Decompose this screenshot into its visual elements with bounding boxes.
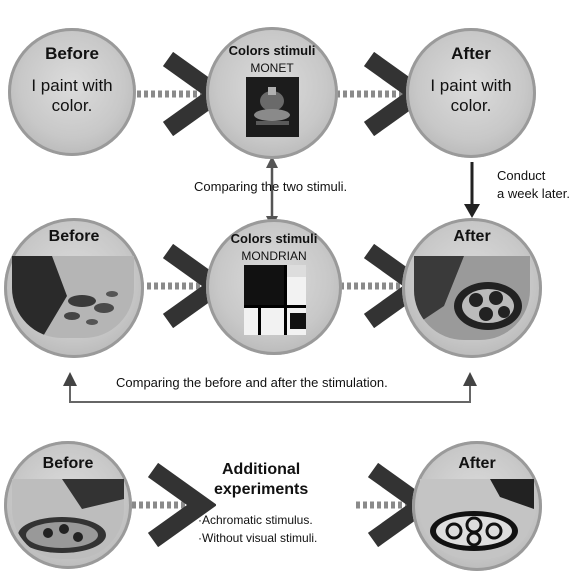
row2-before-circle: Before <box>4 218 144 358</box>
bullet-without-visual: ·Without visual stimuli. <box>198 531 317 545</box>
row1-before-text-line1: I paint with <box>8 76 136 96</box>
row2-stim-title: Colors stimuli <box>206 231 342 246</box>
row1-before-title: Before <box>8 44 136 64</box>
row1-before-circle: Before I paint with color. <box>8 28 136 156</box>
mondrian-painting-image <box>244 265 306 335</box>
additional-experiments-line1: Additional <box>222 461 300 479</box>
row2-after-painting-image <box>414 256 530 340</box>
row1-after-text-line1: I paint with <box>406 76 536 96</box>
row1-before-text-line2: color. <box>8 96 136 116</box>
additional-experiments-line2: experiments <box>214 481 308 499</box>
row2-before-title: Before <box>4 228 144 246</box>
row1-after-title: After <box>406 44 536 64</box>
row1-after-circle: After I paint with color. <box>406 28 536 158</box>
row1-stim-title: Colors stimuli <box>206 43 338 58</box>
bullet-achromatic: ·Achromatic stimulus. <box>198 513 313 527</box>
row3-before-circle: Before <box>4 441 132 569</box>
row2-stimuli-circle: Colors stimuli MONDRIAN <box>206 219 342 355</box>
comparing-two-stimuli-label: Comparing the two stimuli. <box>194 179 347 194</box>
row2-after-title: After <box>402 228 542 246</box>
row2-before-painting-image <box>12 256 134 338</box>
row1-stim-artist: MONET <box>206 61 338 75</box>
monet-painting-image <box>246 77 299 137</box>
conduct-label-line2: a week later. <box>497 186 570 201</box>
row3-before-title: Before <box>4 455 132 473</box>
row1-after-text-line2: color. <box>406 96 536 116</box>
row1-stimuli-circle: Colors stimuli MONET <box>206 27 338 159</box>
row2-after-circle: After <box>402 218 542 358</box>
row2-stim-artist: MONDRIAN <box>206 249 342 263</box>
row3-before-painting-image <box>12 479 124 559</box>
comparing-before-after-label: Comparing the before and after the stimu… <box>116 375 388 390</box>
row3-after-title: After <box>412 455 542 473</box>
conduct-label-line1: Conduct <box>497 168 545 183</box>
row3-after-painting-image <box>420 479 534 559</box>
row3-after-circle: After <box>412 441 542 571</box>
